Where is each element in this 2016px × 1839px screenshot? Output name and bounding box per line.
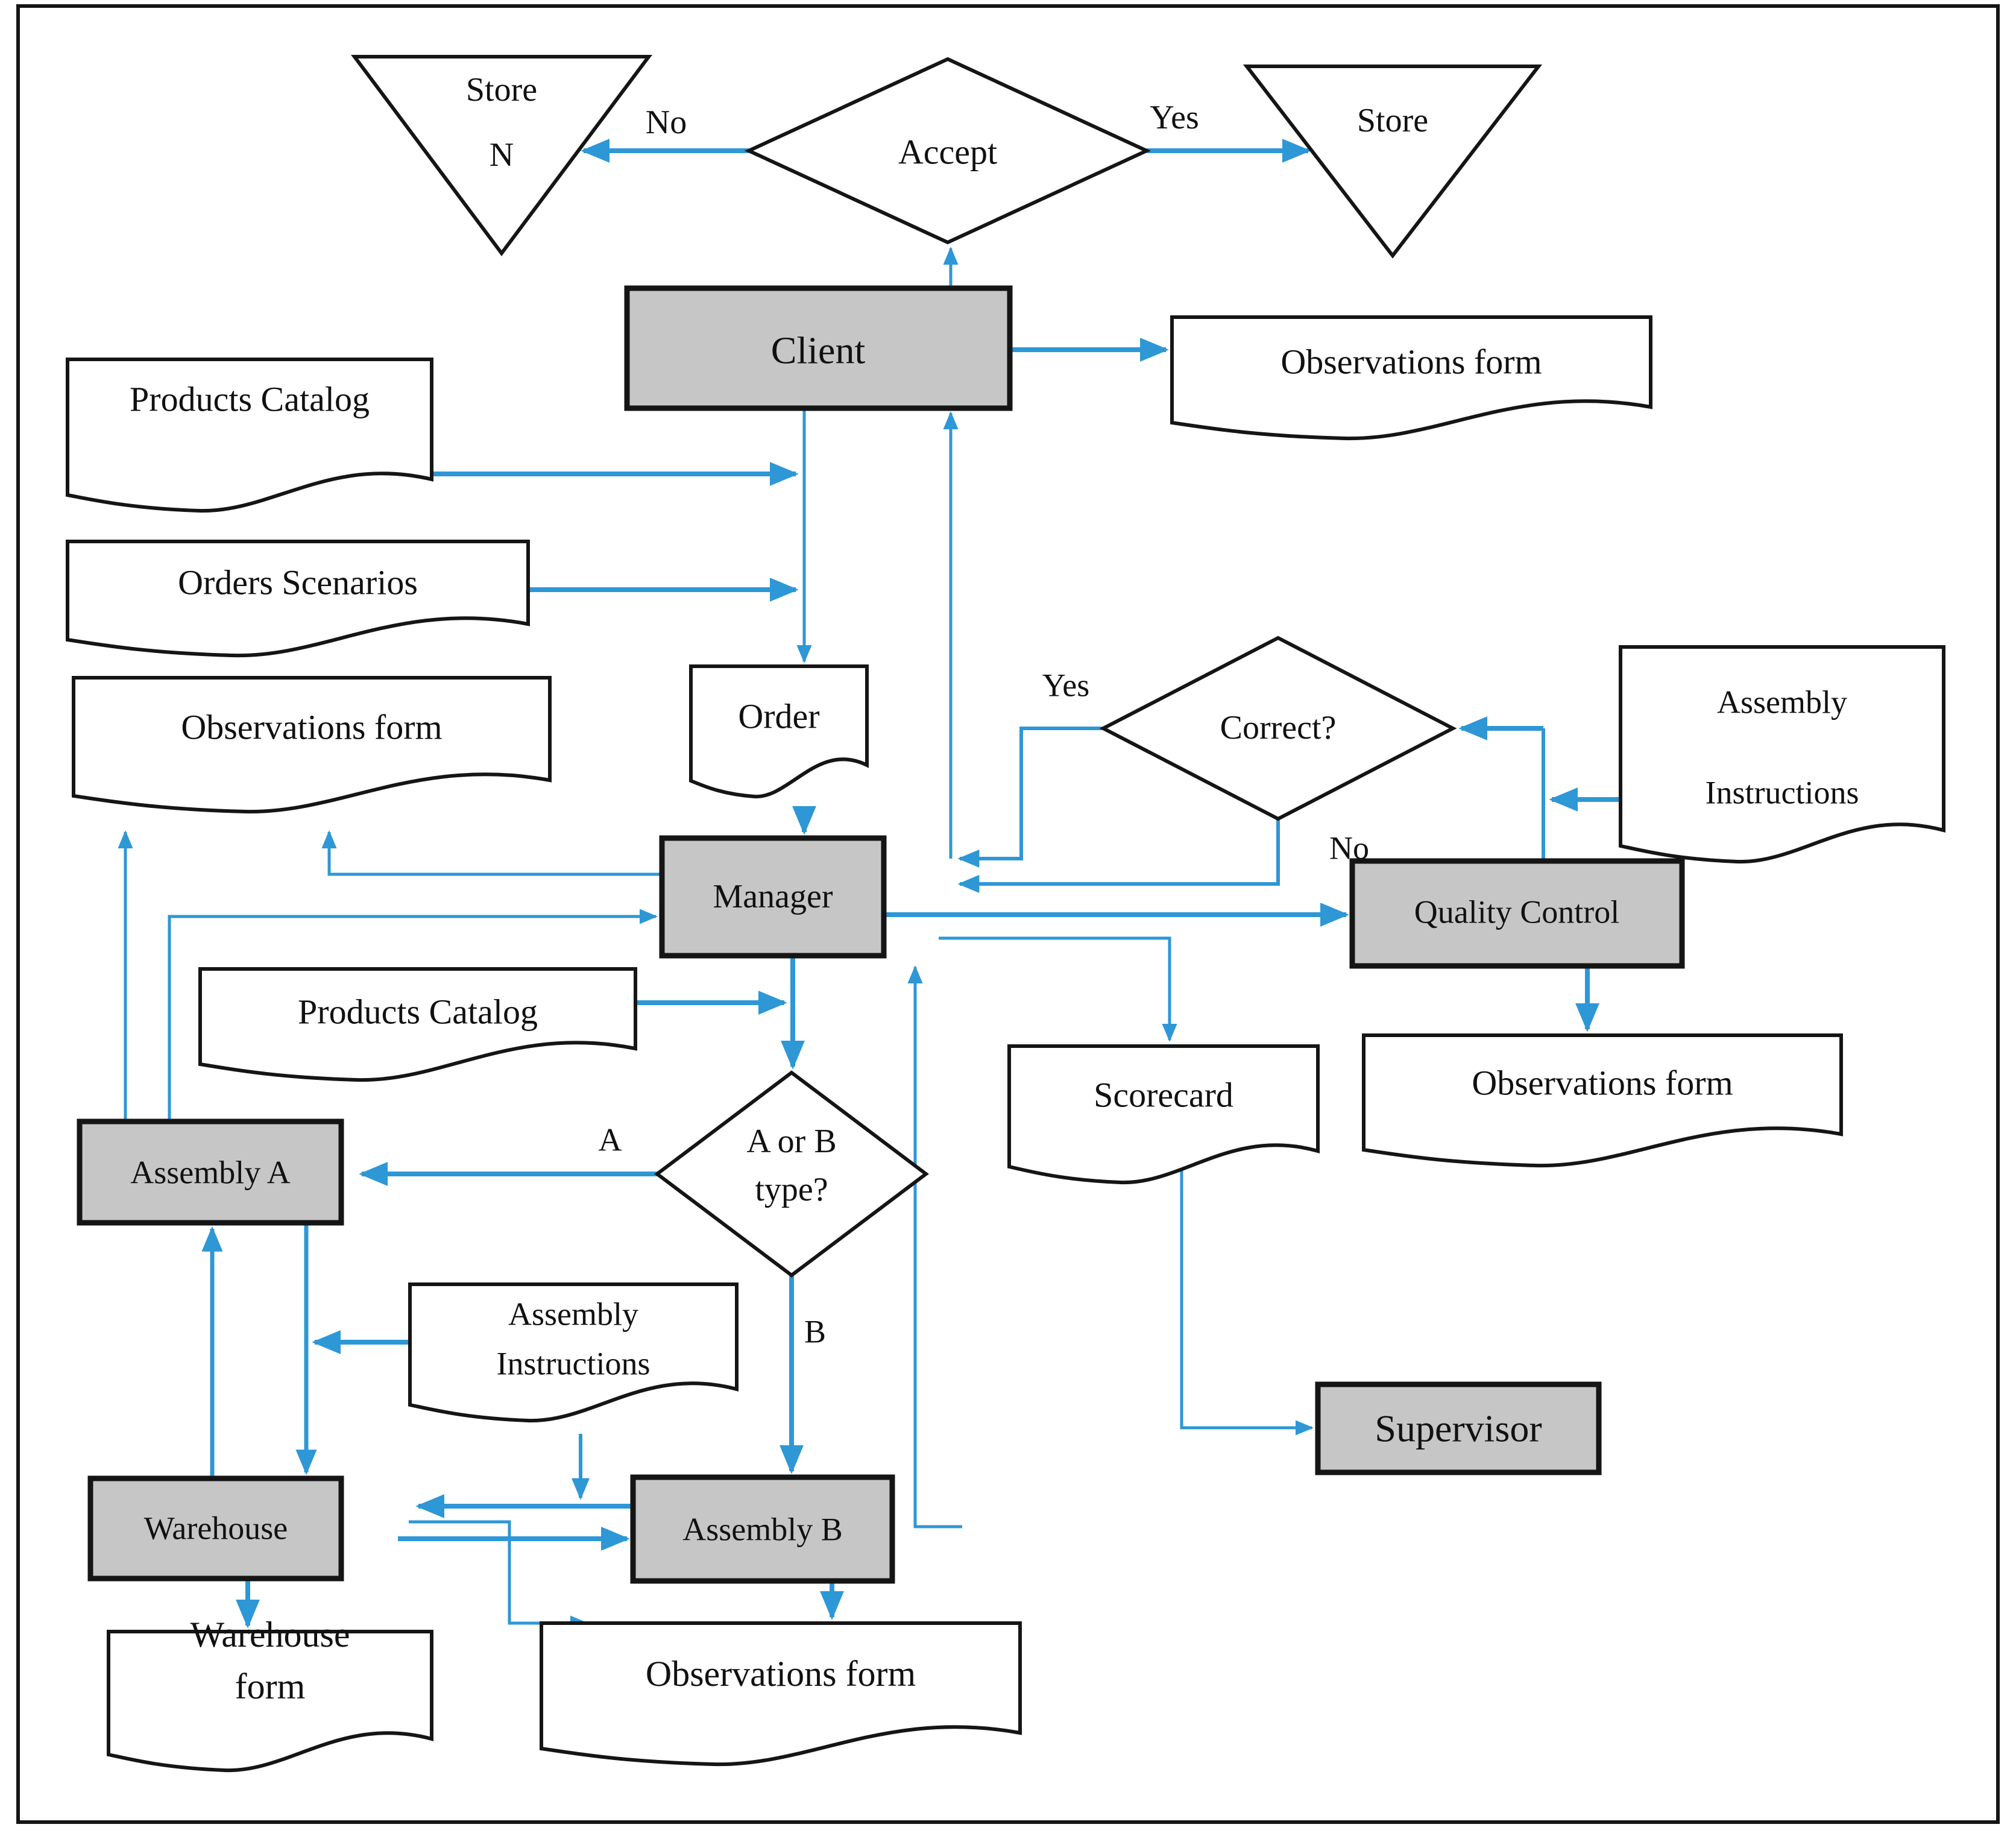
warehouse-process-shape xyxy=(87,1475,344,1582)
assembly-a-process: Assembly A xyxy=(77,1118,344,1226)
quality-control-process: Quality Control xyxy=(1349,858,1685,969)
store: Store xyxy=(1243,65,1543,259)
label-a-branch: A xyxy=(599,1121,622,1158)
manager-process-label: Manager xyxy=(713,878,833,915)
products-catalog-1: Products Catalog xyxy=(66,358,433,513)
observations-form-bottom-label: Observations form xyxy=(646,1654,916,1694)
scorecard-doc: Scorecard xyxy=(1007,1044,1320,1185)
label-no-accept: No xyxy=(646,104,687,141)
assembly-b-process-label: Assembly B xyxy=(682,1511,843,1547)
quality-control-process-label: Quality Control xyxy=(1414,894,1619,930)
edge-manager-to-observations-left xyxy=(321,830,662,876)
manager-process: Manager xyxy=(659,835,887,959)
connector-layer xyxy=(118,139,1621,1631)
store-n-shape xyxy=(351,55,652,257)
observations-form-right-label: Observations form xyxy=(1472,1063,1733,1102)
quality-control-process-shape xyxy=(1349,858,1685,969)
edge-assembly-b-up-to-manager xyxy=(907,965,962,1528)
observations-form-top-label: Observations form xyxy=(1280,342,1542,381)
assembly-instructions-lower-shape xyxy=(408,1282,739,1423)
edge-correct-no-return xyxy=(957,819,1280,893)
correct-decision: Correct? xyxy=(1099,636,1457,821)
orders-scenarios: Orders Scenarios xyxy=(66,540,530,658)
observations-form-left: Observations form xyxy=(72,676,552,814)
label-yes-accept: Yes xyxy=(1150,99,1199,136)
warehouse-process-label: Warehouse xyxy=(144,1510,288,1546)
observations-form-bottom: Observations form xyxy=(540,1621,1022,1767)
assembly-instructions-right-shape xyxy=(1619,645,1945,864)
a-or-b-decision-shape xyxy=(654,1070,929,1278)
store-shape xyxy=(1243,65,1543,259)
client-process-label: Client xyxy=(771,329,866,372)
observations-form-right-shape xyxy=(1362,1033,1843,1168)
orders-scenarios-label: Orders Scenarios xyxy=(178,563,418,602)
assembly-b-process: Assembly B xyxy=(630,1474,895,1584)
observations-form-bottom-shape xyxy=(540,1621,1022,1767)
correct-decision-label: Correct? xyxy=(1220,709,1337,746)
client-process-shape xyxy=(624,285,1013,411)
label-b-branch: B xyxy=(804,1313,826,1349)
accept-decision-label: Accept xyxy=(898,132,997,171)
client-process: Client xyxy=(624,285,1013,411)
store-label: Store xyxy=(1357,102,1428,139)
accept-decision: Accept xyxy=(744,57,1151,245)
accept-decision-shape xyxy=(744,57,1151,245)
edge-scorecard-to-supervisor xyxy=(1180,1128,1314,1436)
edge-correct-yes-return xyxy=(957,727,1103,868)
products-catalog-2-shape xyxy=(198,967,637,1082)
edge-manager-to-scorecard xyxy=(939,936,1177,1042)
products-catalog-1-shape xyxy=(66,358,433,513)
orders-scenarios-shape xyxy=(66,540,530,658)
order-doc-label: Order xyxy=(738,696,819,736)
observations-form-top: Observations form xyxy=(1170,315,1652,441)
supervisor-process-label: Supervisor xyxy=(1375,1407,1542,1450)
products-catalog-2: Products Catalog xyxy=(198,967,637,1082)
assembly-a-process-label: Assembly A xyxy=(130,1154,291,1190)
order-doc-shape xyxy=(689,664,869,799)
correct-decision-shape xyxy=(1099,636,1457,821)
scorecard-doc-label: Scorecard xyxy=(1094,1075,1233,1114)
warehouse-form-doc-shape xyxy=(107,1630,433,1773)
order-doc: Order xyxy=(689,664,869,799)
scorecard-doc-shape xyxy=(1007,1044,1320,1185)
outer-border xyxy=(16,4,2000,1824)
observations-form-left-label: Observations form xyxy=(181,707,442,746)
assembly-b-process-shape xyxy=(630,1474,895,1584)
observations-form-left-shape xyxy=(72,676,552,814)
warehouse-process: Warehouse xyxy=(87,1475,344,1582)
supervisor-process-shape xyxy=(1315,1381,1602,1475)
label-yes-correct: Yes xyxy=(1042,667,1090,703)
observations-form-top-shape xyxy=(1170,315,1652,441)
outer-border-layer xyxy=(16,4,2000,1824)
observations-form-right: Observations form xyxy=(1362,1033,1843,1168)
label-no-correct: No xyxy=(1329,830,1369,866)
products-catalog-1-label: Products Catalog xyxy=(130,379,370,418)
supervisor-process: Supervisor xyxy=(1315,1381,1602,1475)
manager-process-shape xyxy=(659,835,887,959)
edge-assembly-a-to-manager xyxy=(168,909,658,1121)
products-catalog-2-label: Products Catalog xyxy=(298,992,538,1031)
assembly-a-process-shape xyxy=(77,1118,344,1226)
